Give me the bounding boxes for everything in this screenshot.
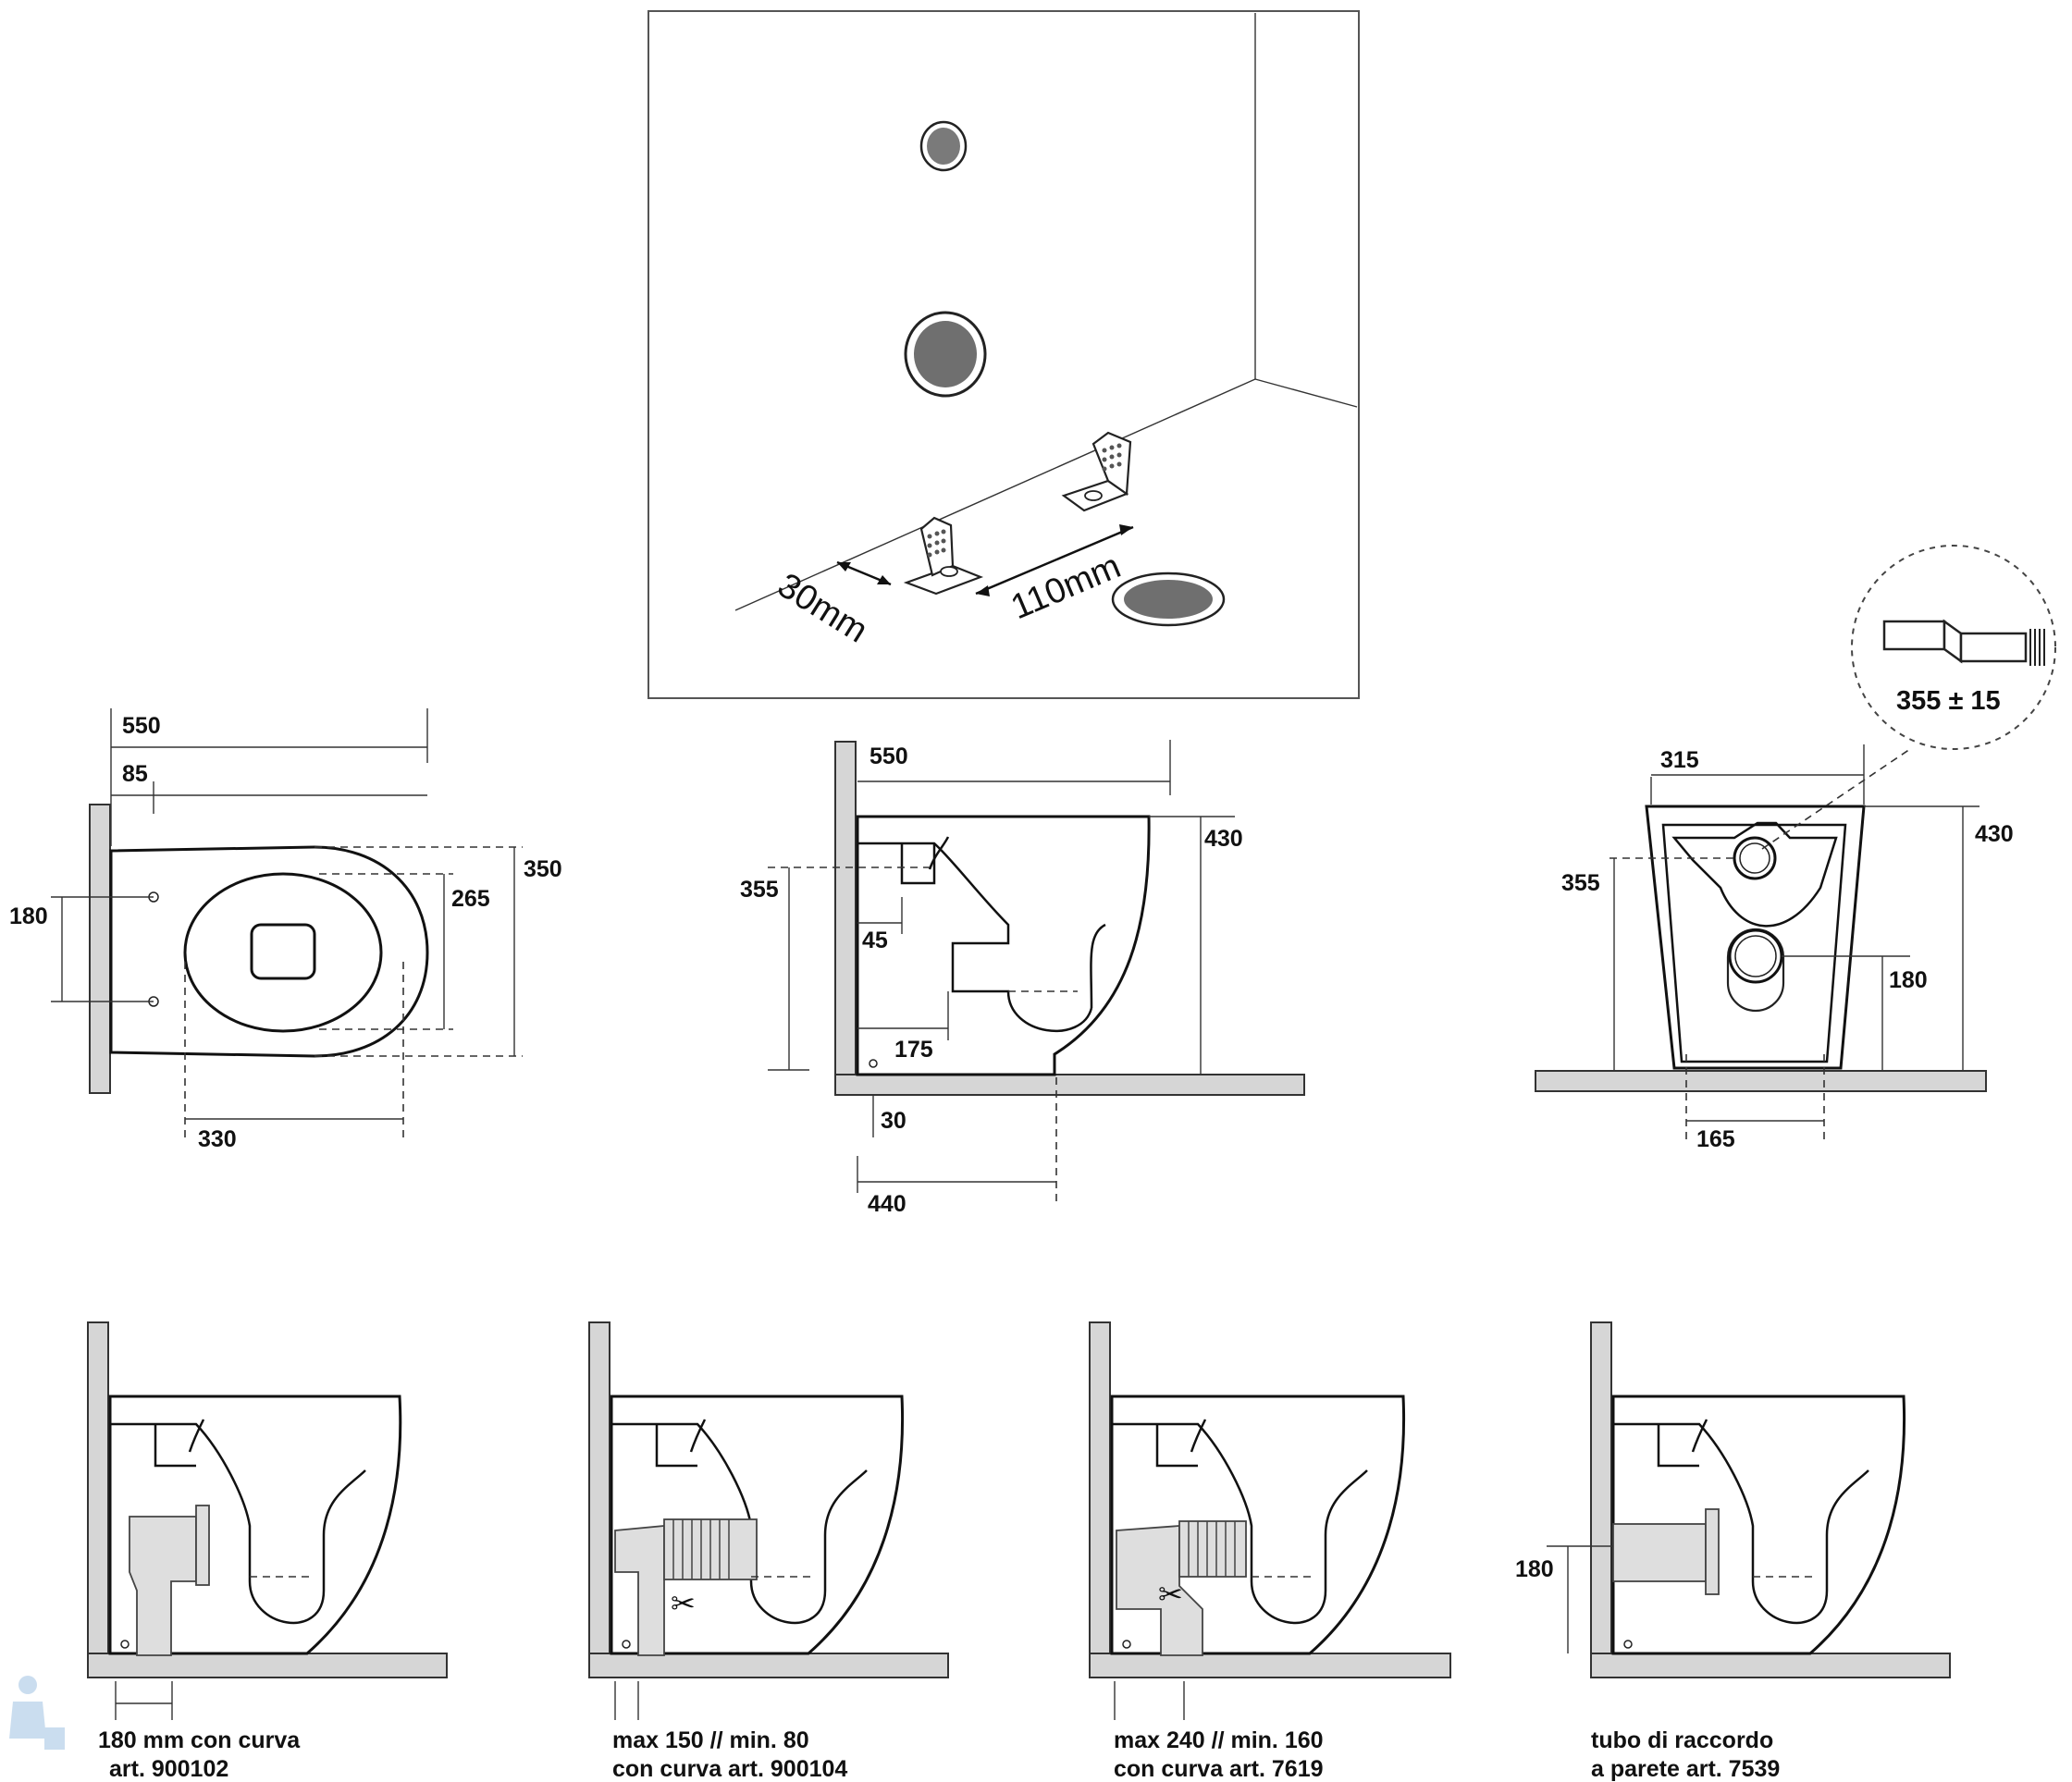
side-view-wall [834, 741, 857, 1096]
variant-3-caption-line1: max 240 // min. 160 [1114, 1727, 1324, 1753]
variant-4-wall-connector-pipe [1612, 1523, 1707, 1582]
installation-frame [648, 10, 1360, 699]
dim-bowl-length: 330 [198, 1126, 237, 1152]
variant-1: 180 mm con curva art. 900102 [87, 1321, 448, 1782]
variant-1-caption-line1: 180 mm con curva [98, 1727, 301, 1753]
dim-front-height: 430 [1975, 821, 2014, 847]
variant-4-caption-line2: a parete art. 7539 [1591, 1756, 1780, 1782]
variant-4-caption-line1: tubo di raccordo [1591, 1727, 1773, 1753]
dim-rear-offset: 85 [122, 761, 148, 787]
dim-total-length: 550 [122, 713, 161, 739]
wall-drain-hole [914, 321, 977, 387]
dim-side-floor-outlet: 440 [868, 1191, 906, 1217]
floor-drain-hole [1124, 580, 1213, 619]
variant-3: ✂ max 240 // min. 160 con curva art. 761… [1089, 1321, 1451, 1782]
dim-front-base-width: 165 [1696, 1126, 1735, 1152]
side-view-floor [834, 1074, 1305, 1096]
dim-110mm-arrow [975, 525, 1134, 596]
variant-2-scissors-icon: ✂ [671, 1587, 696, 1620]
front-view: 315 430 355 180 165 [1535, 744, 2014, 1152]
water-inlet-hole [927, 128, 960, 165]
variant-2: ✂ max 150 // min. 80 con curva art. 9001… [588, 1321, 949, 1782]
dim-side-drain-height: 355 [740, 877, 779, 903]
side-view: 550 430 355 45 175 30 440 [740, 740, 1305, 1217]
top-view: 550 85 180 350 265 330 [9, 708, 562, 1152]
variant-3-flex-pipe [1178, 1520, 1247, 1578]
top-view-flush-outlet [250, 923, 316, 980]
installation-view: 30mm 110mm [648, 10, 1360, 699]
variant-4: 180 tubo di raccordo a parete art. 7539 [1515, 1321, 1951, 1782]
variant-3-caption-line2: con curva art. 7619 [1114, 1756, 1324, 1782]
dim-side-height: 430 [1204, 826, 1243, 852]
side-view-body [856, 815, 1151, 1076]
fixing-bracket-right [1061, 431, 1132, 512]
detail-circle: 355 ± 15 [1851, 545, 2056, 750]
top-view-wall [89, 804, 111, 1094]
dim-front-width: 315 [1660, 747, 1699, 773]
dim-side-length: 550 [870, 744, 908, 769]
plumber-logo-icon [9, 1676, 65, 1750]
dim-front-outlet-height: 180 [1889, 967, 1928, 993]
fixing-bracket-left [903, 516, 984, 596]
dim-inner-width: 265 [451, 886, 490, 912]
variant-4-dim-height: 180 [1515, 1556, 1554, 1582]
dim-hole-spacing: 180 [9, 903, 48, 929]
wall-floor-line [734, 378, 1256, 611]
wall-floor-right-line [1254, 378, 1358, 408]
dim-side-screw-offset: 30 [881, 1108, 906, 1134]
dim-side-inlet-depth: 45 [862, 928, 888, 953]
variant-2-caption-line1: max 150 // min. 80 [612, 1727, 809, 1753]
variant-3-scissors-icon: ✂ [1158, 1578, 1183, 1611]
variant-1-caption-line2: art. 900102 [109, 1756, 228, 1782]
dim-detail-tolerance: 355 ± 15 [1896, 686, 2001, 716]
variant-2-caption-line2: con curva art. 900104 [612, 1756, 847, 1782]
dim-total-width: 350 [524, 856, 562, 882]
dim-side-outlet-offset: 175 [894, 1037, 933, 1063]
dim-front-drain-height: 355 [1561, 870, 1600, 896]
front-view-floor [1535, 1070, 1987, 1092]
side-view-inlet-box [900, 843, 936, 885]
